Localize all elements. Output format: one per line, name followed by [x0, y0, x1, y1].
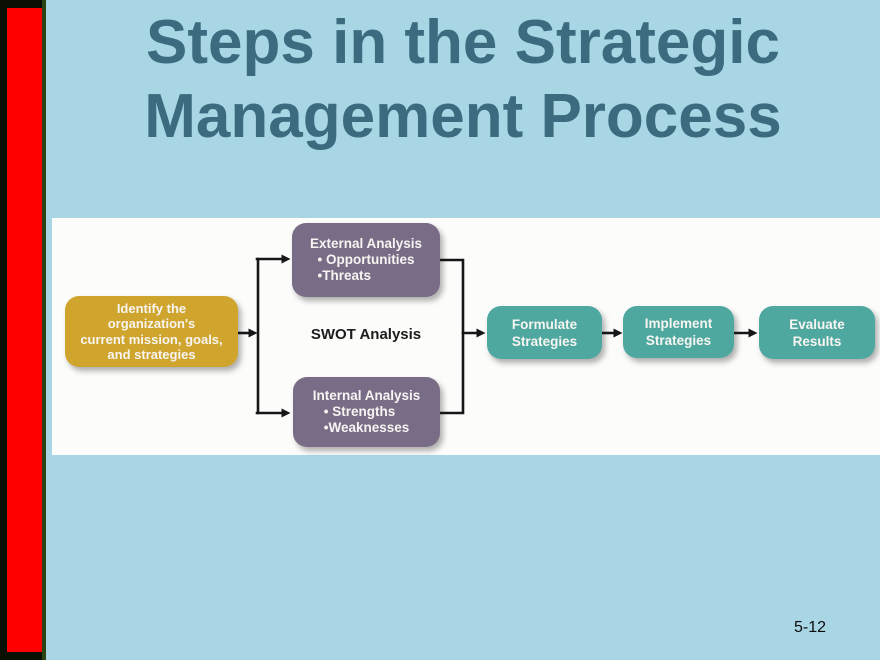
page-title-line1: Steps in the Strategic	[146, 8, 780, 77]
page-title-line2: Management Process	[144, 82, 782, 151]
evaluate-results-label: Evaluate Results	[789, 316, 845, 349]
red-bar	[7, 8, 42, 652]
external-analysis-heading: External Analysis	[309, 236, 423, 251]
swot-analysis-label: SWOT Analysis	[310, 326, 422, 343]
page-title: Steps in the Strategic Management Proces…	[46, 6, 880, 154]
implement-strategies-box: Implement Strategies	[623, 306, 734, 358]
formulate-strategies-box: Formulate Strategies	[487, 306, 602, 359]
red-bar-frame	[0, 0, 46, 660]
external-analysis-box: External Analysis • Opportunities •Threa…	[292, 223, 440, 297]
identify-mission-label: Identify the organization's current miss…	[80, 300, 223, 363]
internal-analysis-bullets: • Strengths •Weaknesses	[323, 404, 410, 435]
internal-analysis-box: Internal Analysis • Strengths •Weaknesse…	[293, 377, 440, 447]
identify-mission-box: Identify the organization's current miss…	[65, 296, 238, 367]
slide-number: 5-12	[793, 619, 827, 636]
formulate-strategies-label: Formulate Strategies	[511, 316, 578, 349]
implement-strategies-label: Implement Strategies	[644, 316, 713, 348]
internal-analysis-heading: Internal Analysis	[312, 388, 421, 403]
evaluate-results-box: Evaluate Results	[759, 306, 875, 359]
external-analysis-bullets: • Opportunities •Threats	[317, 252, 415, 283]
